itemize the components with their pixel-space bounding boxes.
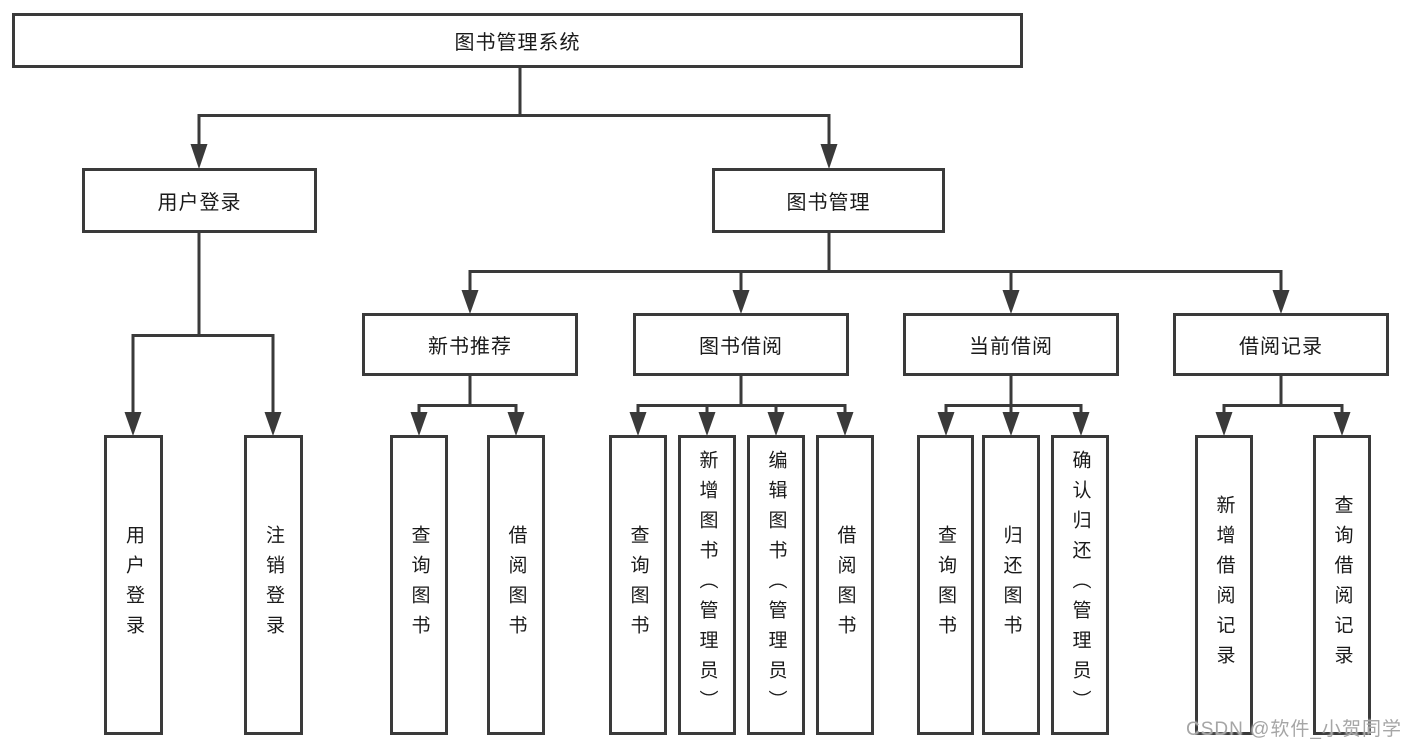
leaf-search-book-borrow-label: 查询图书	[627, 525, 649, 645]
leaf-edit-book-admin: 编辑图书（管理员）	[747, 435, 805, 735]
node-user-login: 用户登录	[82, 168, 317, 233]
leaf-add-book-admin: 新增图书（管理员）	[678, 435, 736, 735]
node-book-borrow: 图书借阅	[633, 313, 849, 376]
node-current-borrow: 当前借阅	[903, 313, 1119, 376]
node-current-borrow-label: 当前借阅	[969, 336, 1053, 358]
leaf-edit-book-admin-label: 编辑图书（管理员）	[765, 450, 787, 720]
leaf-return-book: 归还图书	[982, 435, 1040, 735]
node-user-login-label: 用户登录	[157, 192, 242, 214]
node-book-management: 图书管理	[712, 168, 945, 233]
leaf-search-book-recommend: 查询图书	[390, 435, 448, 735]
leaf-logout-label: 注销登录	[263, 525, 284, 645]
leaf-search-borrow-record: 查询借阅记录	[1313, 435, 1371, 735]
node-new-book-recommend-label: 新书推荐	[428, 336, 512, 358]
node-book-management-label: 图书管理	[786, 192, 871, 214]
leaf-borrow-book-recommend: 借阅图书	[487, 435, 545, 735]
leaf-search-book-current: 查询图书	[917, 435, 974, 735]
node-new-book-recommend: 新书推荐	[362, 313, 578, 376]
leaf-borrow-book: 借阅图书	[816, 435, 874, 735]
node-book-borrow-label: 图书借阅	[699, 336, 783, 358]
leaf-search-book-recommend-label: 查询图书	[408, 525, 430, 645]
leaf-user-login-label: 用户登录	[123, 525, 144, 645]
node-borrow-record-label: 借阅记录	[1239, 336, 1323, 358]
node-root-label: 图书管理系统	[454, 32, 581, 54]
leaf-borrow-book-label: 借阅图书	[834, 525, 856, 645]
leaf-search-borrow-record-label: 查询借阅记录	[1331, 495, 1353, 675]
leaf-confirm-return-admin: 确认归还（管理员）	[1051, 435, 1109, 735]
csdn-watermark: CSDN @软件_小贺同学	[1186, 719, 1402, 740]
leaf-logout: 注销登录	[244, 435, 303, 735]
leaf-add-borrow-record-label: 新增借阅记录	[1213, 495, 1235, 675]
node-borrow-record: 借阅记录	[1173, 313, 1389, 376]
leaf-add-borrow-record: 新增借阅记录	[1195, 435, 1253, 735]
leaf-return-book-label: 归还图书	[1000, 525, 1022, 645]
leaf-search-book-borrow: 查询图书	[609, 435, 667, 735]
leaf-confirm-return-admin-label: 确认归还（管理员）	[1069, 450, 1091, 720]
leaf-search-book-current-label: 查询图书	[935, 525, 956, 645]
leaf-user-login: 用户登录	[104, 435, 163, 735]
node-root: 图书管理系统	[12, 13, 1023, 68]
leaf-add-book-admin-label: 新增图书（管理员）	[696, 450, 718, 720]
leaf-borrow-book-recommend-label: 借阅图书	[505, 525, 527, 645]
